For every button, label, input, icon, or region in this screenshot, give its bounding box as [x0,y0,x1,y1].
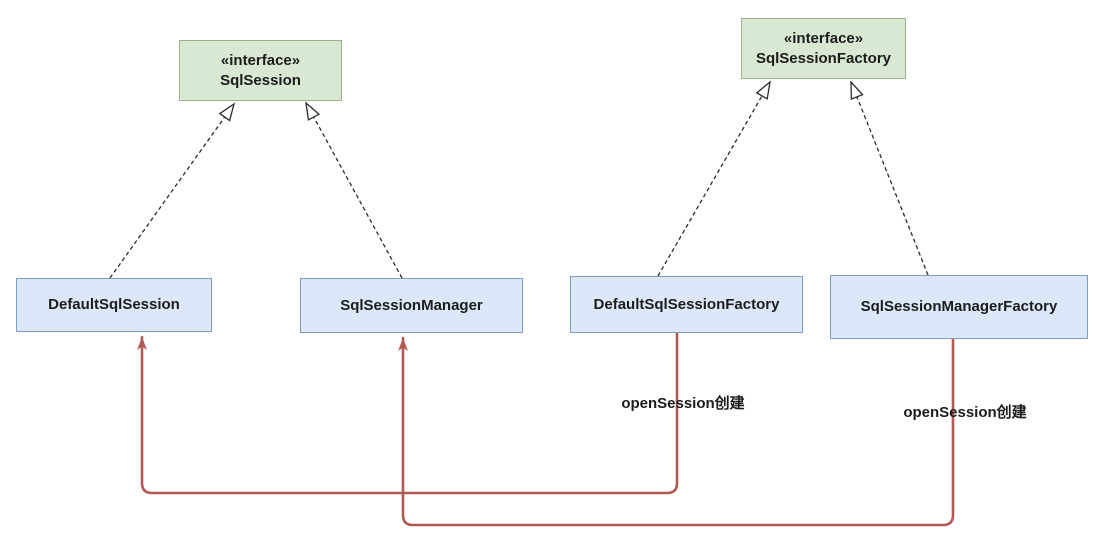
stereotype-label: «interface» [220,51,301,69]
interface-node-sqlsessionfactory: «interface» SqlSessionFactory [741,18,906,79]
realization-arrow-defaultsqlsessionfactory-to-sqlsessionfactory [657,80,771,277]
realization-arrow-sqlsessionmanager-to-sqlsession [305,101,403,279]
interface-name: SqlSessionFactory [755,49,892,67]
class-name: DefaultSqlSession [48,296,180,313]
interface-name: SqlSession [220,71,301,89]
create-arrow-defaultsqlsessionfactory-to-defaultsqlsession [137,331,679,495]
realization-arrow-defaultsqlsession-to-sqlsession [109,102,236,279]
class-name: SqlSessionManagerFactory [860,298,1058,315]
stereotype-label: «interface» [783,29,864,47]
interface-node-sqlsession: «interface» SqlSession [179,40,342,101]
class-node-defaultsqlsessionfactory: DefaultSqlSessionFactory [570,276,803,333]
edge-label-opensession-create-2: openSession创建 [903,404,1027,421]
class-node-sqlsessionmanager: SqlSessionManager [300,278,523,333]
class-node-defaultsqlsession: DefaultSqlSession [16,278,212,332]
class-node-sqlsessionmanagerfactory: SqlSessionManagerFactory [830,275,1088,339]
class-name: SqlSessionManager [340,296,483,314]
edge-label-opensession-create-1: openSession创建 [621,395,745,412]
class-name: DefaultSqlSessionFactory [593,295,780,313]
realization-arrow-sqlsessionmanagerfactory-to-sqlsessionfactory [850,80,929,276]
create-arrow-sqlsessionmanagerfactory-to-sqlsessionmanager [398,336,955,527]
